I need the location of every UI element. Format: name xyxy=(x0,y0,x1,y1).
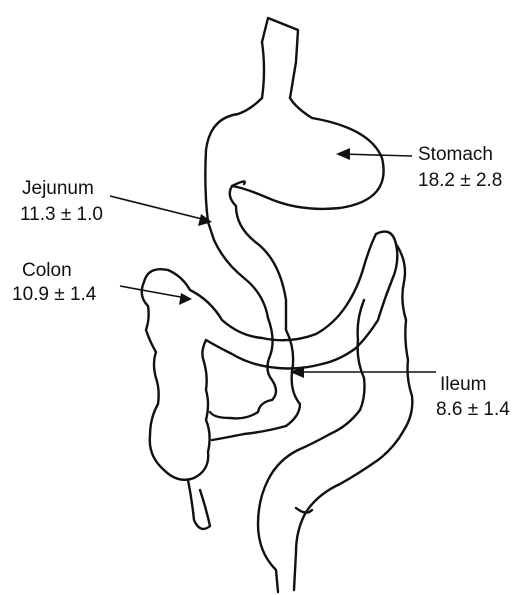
colon-pointer-arrow xyxy=(120,286,192,305)
colon-outline xyxy=(142,232,398,529)
jejunum-value: 11.3 ± 1.0 xyxy=(20,204,103,225)
jejunum-label: Jejunum xyxy=(22,178,94,199)
ileum-value: 8.6 ± 1.4 xyxy=(436,399,510,420)
stomach-value: 18.2 ± 2.8 xyxy=(418,170,502,191)
descending-colon-outline xyxy=(258,244,412,592)
stomach-pointer-arrow xyxy=(336,148,412,160)
ileum-label: Ileum xyxy=(440,374,486,395)
jejunum-outline xyxy=(214,206,286,330)
colon-value: 10.9 ± 1.4 xyxy=(12,284,97,305)
stomach-outline xyxy=(205,18,383,240)
jejunum-pointer-arrow xyxy=(110,196,212,226)
colon-label: Colon xyxy=(22,260,72,281)
stomach-label: Stomach xyxy=(418,144,493,165)
